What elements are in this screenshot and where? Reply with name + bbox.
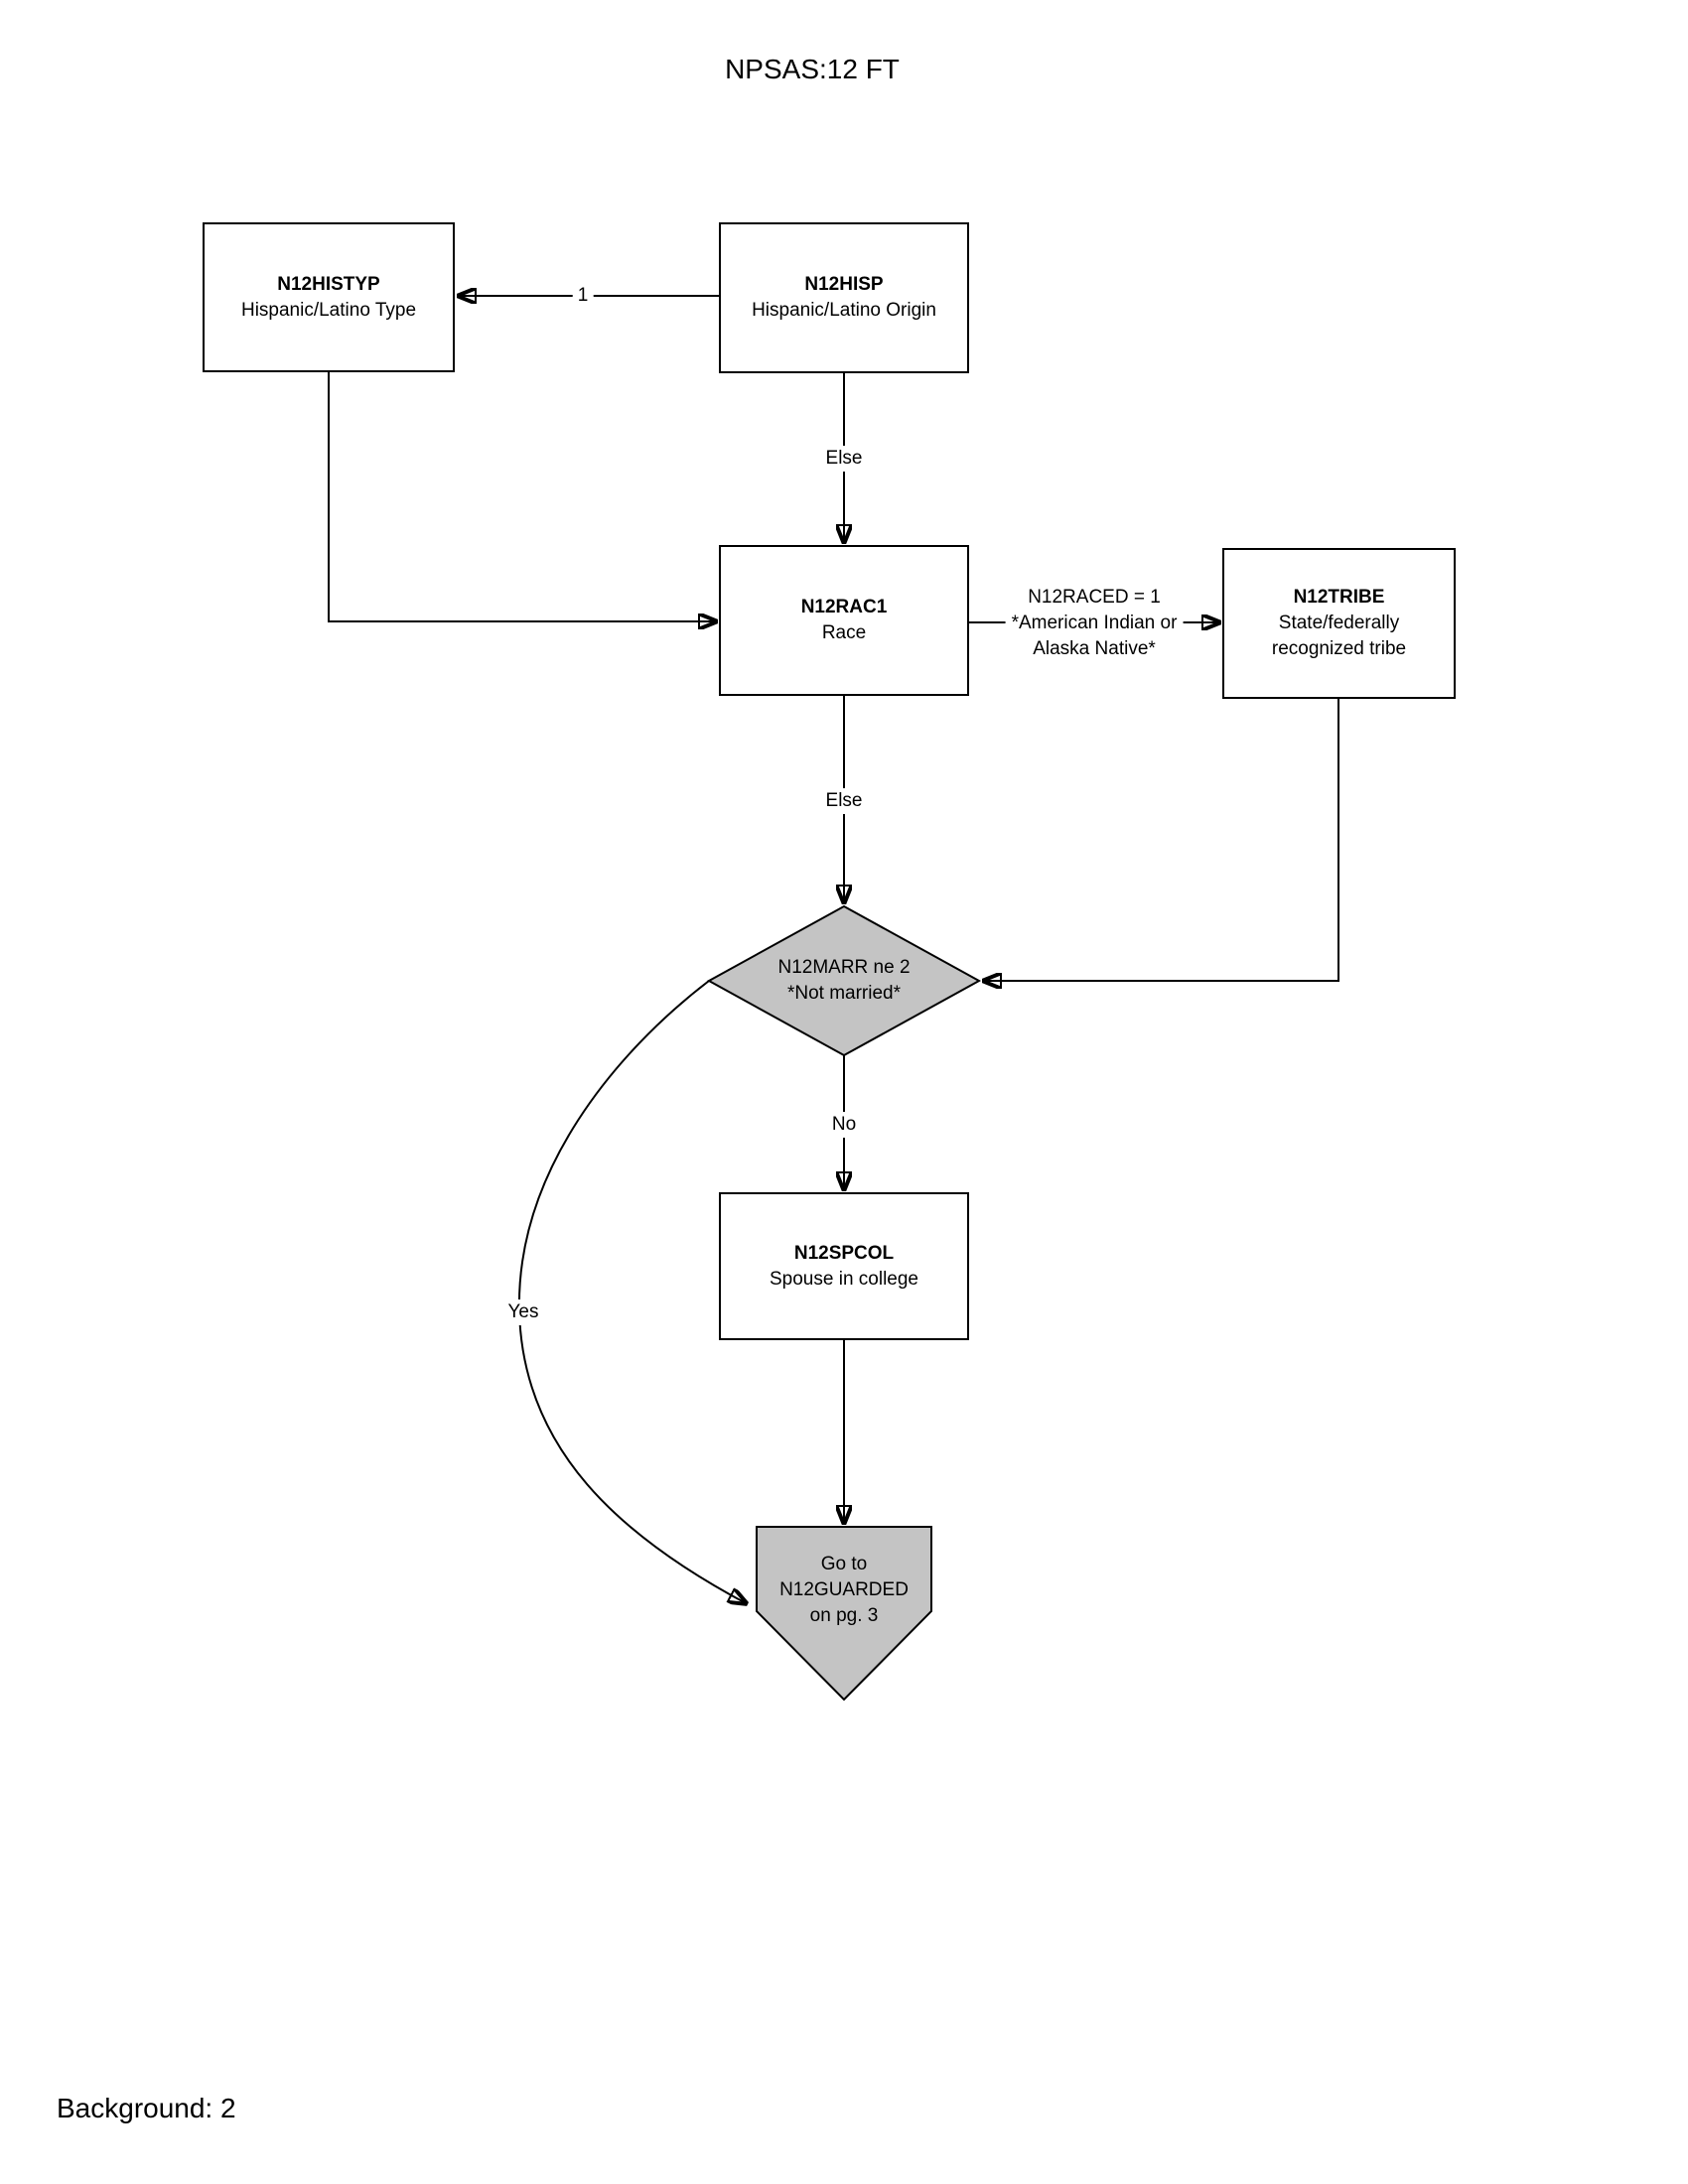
node-n12rac1-name: N12RAC1 bbox=[800, 597, 888, 617]
node-goto-line1: Go to bbox=[820, 1554, 868, 1574]
node-n12hisp-shape bbox=[719, 222, 969, 373]
node-goto-line3: on pg. 3 bbox=[809, 1605, 879, 1626]
node-n12histyp-shape bbox=[203, 222, 455, 372]
node-n12spcol-shape bbox=[719, 1192, 969, 1340]
edge-label-else-hisp: Else bbox=[820, 446, 868, 472]
node-n12spcol-desc: Spouse in college bbox=[770, 1268, 918, 1290]
edge-label-yes: Yes bbox=[502, 1299, 544, 1325]
node-n12marr-line2: *Not married* bbox=[786, 983, 902, 1004]
node-n12rac1-shape bbox=[719, 545, 969, 696]
node-n12hisp: N12HISP Hispanic/Latino Origin bbox=[720, 223, 968, 372]
edge-tribe-to-marr bbox=[982, 698, 1339, 981]
node-n12rac1: N12RAC1 Race bbox=[720, 546, 968, 695]
node-n12marr-decision: N12MARR ne 2 *Not married* bbox=[709, 906, 979, 1055]
node-n12spcol: N12SPCOL Spouse in college bbox=[720, 1193, 968, 1339]
node-n12marr-decision-shape bbox=[706, 904, 982, 1057]
edge-label-n12raced-line1: N12RACED = 1 bbox=[1028, 587, 1161, 608]
node-n12marr-line1: N12MARR ne 2 bbox=[777, 957, 911, 978]
node-goto-line2: N12GUARDED bbox=[779, 1579, 909, 1600]
node-goto-n12guarded: Go to N12GUARDED on pg. 3 bbox=[757, 1527, 931, 1654]
edge-label-n12raced: N12RACED = 1 *American Indian or Alaska … bbox=[1005, 583, 1184, 664]
node-goto-n12guarded-shape bbox=[756, 1526, 932, 1702]
node-n12tribe-shape bbox=[1222, 548, 1456, 699]
node-n12tribe-desc: State/federally recognized tribe bbox=[1271, 613, 1407, 659]
edge-label-n12raced-line3: Alaska Native* bbox=[1033, 638, 1156, 659]
edge-marr-yes-to-guarded bbox=[517, 980, 748, 1604]
node-n12tribe-name: N12TRIBE bbox=[1293, 587, 1385, 608]
edge-label-n12raced-line2: *American Indian or bbox=[1011, 613, 1178, 633]
node-n12rac1-desc: Race bbox=[821, 622, 867, 643]
node-n12tribe: N12TRIBE State/federally recognized trib… bbox=[1223, 549, 1455, 698]
node-n12histyp: N12HISTYP Hispanic/Latino Type bbox=[204, 223, 454, 371]
node-n12histyp-name: N12HISTYP bbox=[277, 273, 380, 295]
edge-label-no: No bbox=[826, 1112, 862, 1138]
background-page-number: Background: 2 bbox=[57, 2093, 236, 2123]
node-n12spcol-name: N12SPCOL bbox=[793, 1242, 895, 1264]
node-n12hisp-desc: Hispanic/Latino Origin bbox=[752, 300, 936, 321]
node-n12histyp-desc: Hispanic/Latino Type bbox=[240, 299, 417, 321]
edge-histyp-to-rac1 bbox=[328, 372, 718, 621]
node-n12hisp-name: N12HISP bbox=[804, 274, 884, 295]
edge-label-1: 1 bbox=[572, 283, 594, 309]
edge-label-else-rac1: Else bbox=[820, 788, 868, 814]
page-title: NPSAS:12 FT bbox=[725, 54, 900, 84]
